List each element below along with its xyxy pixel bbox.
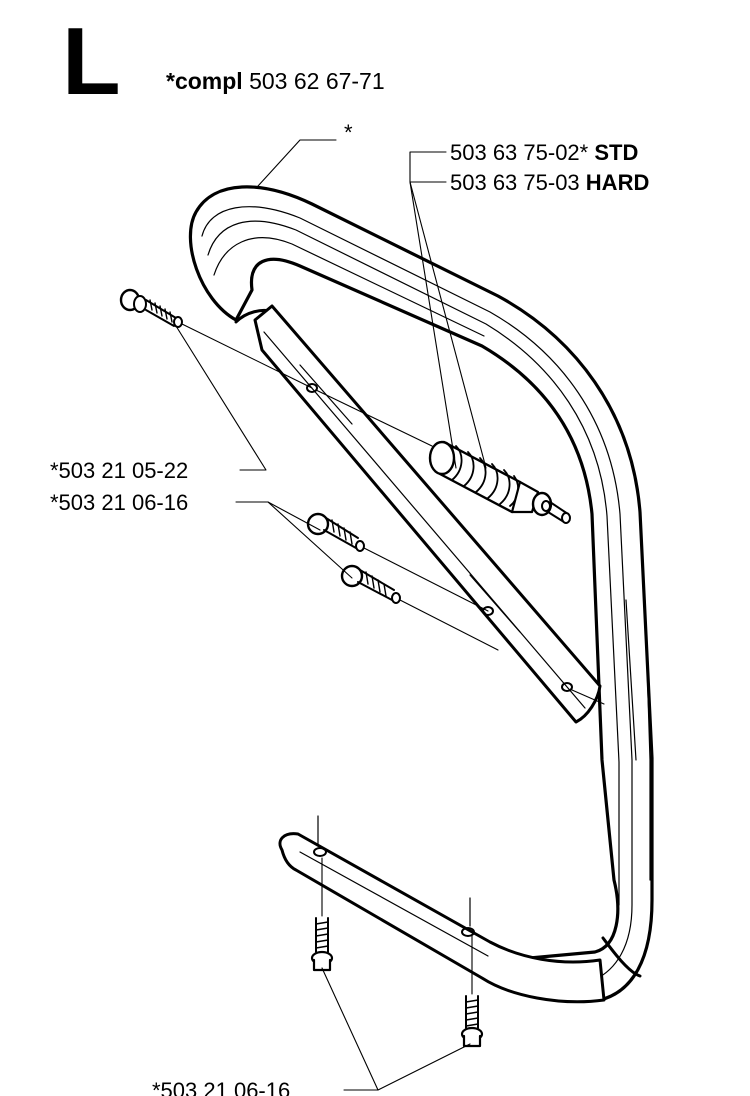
screw-bottom-1 (310, 857, 334, 972)
front-handle-tube (188, 185, 654, 1003)
buffer-hard-callout: 503 63 75-03 HARD (450, 172, 649, 194)
buffer-std-part: 503 63 75-02* (450, 140, 589, 165)
lower-bracket (278, 815, 606, 1004)
leader-lines (175, 139, 487, 1091)
buffer-std-grade: STD (594, 140, 639, 165)
screw-c-callout: *503 21 06-16 (152, 1078, 291, 1096)
buffer-hard-part: 503 63 75-03 (450, 170, 580, 195)
screw-b-callout: *503 21 06-16 (50, 490, 189, 515)
complete-assembly-label: *compl 503 62 67-71 (166, 68, 385, 95)
screw-long-top (119, 288, 313, 389)
rubber-buffer (315, 389, 571, 524)
diagonal-brace (253, 304, 602, 724)
screw-short-2 (340, 564, 499, 651)
buffer-std-callout: 503 63 75-02* STD (450, 142, 638, 164)
compl-prefix: *compl (166, 68, 243, 94)
handle-marker-callout: * (344, 120, 353, 145)
section-letter: L (62, 8, 121, 115)
screw-bottom-2 (460, 935, 484, 1048)
screw-a-callout: *503 21 05-22 (50, 458, 189, 483)
buffer-hard-grade: HARD (585, 170, 650, 195)
compl-part-number: 503 62 67-71 (249, 68, 385, 94)
screw-short-1 (306, 512, 489, 612)
